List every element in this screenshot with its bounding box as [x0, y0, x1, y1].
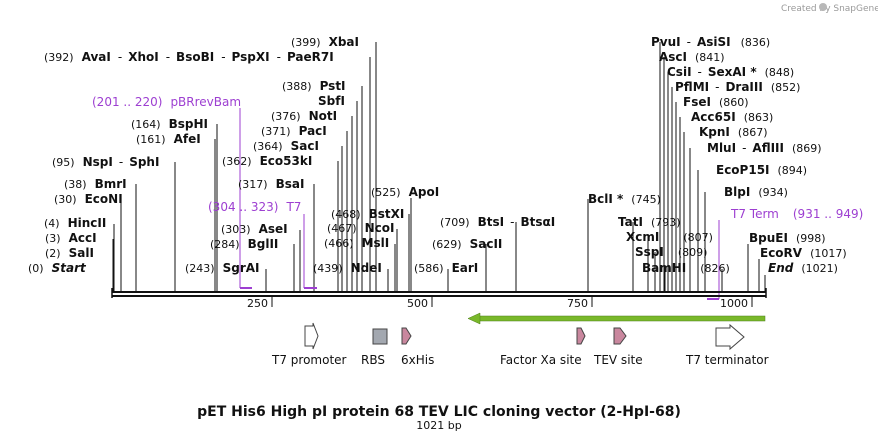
site-label-bpuei: BpuEI(998): [749, 231, 826, 245]
site-label-tati: TatI(793): [618, 215, 681, 229]
site-leader-lines: [112, 42, 766, 293]
site-label-start: (0)Start: [28, 261, 87, 275]
rbs-box-icon: [372, 328, 388, 345]
site-label-msli: (466)MslI: [324, 236, 389, 250]
orf-arrow: [467, 312, 766, 325]
site-label-bglii: (284)BglII: [210, 237, 278, 251]
map-subtitle: 1021 bp: [416, 419, 461, 432]
site-label-mlui-afliii: MluI-AflIII(869): [707, 141, 822, 155]
tick-label: 1000: [720, 297, 748, 310]
feature-rbs: [372, 328, 388, 345]
primer-t7-term: [707, 220, 720, 300]
site-label-eari: (586)EarI: [414, 261, 478, 275]
site-labels-right: BclI *(745) TatI(793) XcmI(807) SspI(809…: [588, 35, 847, 275]
site-label-blpi: BlpI(934): [724, 185, 788, 199]
site-label-apoi: (525)ApoI: [371, 185, 439, 199]
site-label-asei: (303)AseI: [221, 222, 288, 236]
site-label-paci: (371)PacI: [261, 124, 327, 138]
site-labels-middle: (439)NdeI (466)MslI (467)NcoI (468)BstXI…: [313, 185, 555, 275]
primer-t7: [303, 214, 317, 289]
site-label-sacii: (629)SacII: [432, 237, 502, 251]
feature-label: T7 terminator: [685, 353, 769, 367]
site-label-bcli: BclI *(745): [588, 192, 661, 206]
site-label-bsai: (317)BsaI: [238, 177, 304, 191]
feature-factor-xa: [576, 327, 586, 345]
tick-label: 500: [407, 297, 428, 310]
site-label-btsi: (709)BtsI-BtsαI: [440, 215, 555, 229]
primer-label-t7-term: T7 Term(931 .. 949): [730, 207, 863, 221]
site-label-csii-sexai: CsiI-SexAI *(848): [667, 65, 794, 79]
feature-t7-terminator: [715, 323, 745, 351]
sequence-backbone: [111, 288, 767, 298]
primer-label-pbrrevbam: (201 .. 220)pBRrevBam: [92, 95, 241, 109]
terminator-arrow-icon: [715, 323, 745, 351]
site-label-bsphi: (164)BspHI: [131, 117, 208, 131]
tick-label: 750: [567, 297, 588, 310]
site-label-xcmi: XcmI(807): [626, 230, 713, 244]
site-label-avai-group: (392)AvaI-XhoI-BsoBI-PspXI-PaeR7I: [44, 50, 334, 64]
feature-label: RBS: [361, 353, 385, 367]
feature-label: TEV site: [593, 353, 643, 367]
site-label-sali: (2)SalI: [45, 246, 94, 260]
site-label-afei: (161)AfeI: [136, 132, 201, 146]
tag-arrow-icon: [401, 327, 412, 345]
site-label-fsei: FseI(860): [683, 95, 749, 109]
site-labels-left: (0)Start (2)SalI (3)AccI (4)HincII (30)E…: [28, 35, 359, 275]
site-label-hincii: (4)HincII: [44, 216, 106, 230]
site-label-asci: AscI(841): [659, 50, 725, 64]
site-label-xbai: (399)XbaI: [291, 35, 359, 49]
feature-label: 6xHis: [401, 353, 434, 367]
site-label-bamhi: BamHI(826): [642, 261, 730, 275]
site-label-acci: (3)AccI: [45, 231, 97, 245]
site-label-pflmi-draiii: PflMI-DraIII(852): [675, 80, 800, 94]
site-label-econi: (30)EcoNI: [54, 192, 123, 206]
snapgene-logo-icon: [819, 3, 827, 11]
primer-label-t7: (304 .. 323)T7: [208, 200, 301, 214]
site-label-sspi: SspI(809): [635, 245, 707, 259]
site-label-sgrai: (243)SgrAI: [185, 261, 260, 275]
site-label-acc65i: Acc65I(863): [691, 110, 773, 124]
site-label-bmri: (38)BmrI: [64, 177, 127, 191]
site-label-ncoi: (467)NcoI: [327, 221, 394, 235]
site-label-ecop15i: EcoP15I(894): [716, 163, 807, 177]
promoter-arrow-icon: [304, 322, 319, 350]
primer-labels: (201 .. 220)pBRrevBam (304 .. 323)T7 T7 …: [92, 95, 863, 221]
credit-text: Created by SnapGene: [781, 4, 878, 14]
site-arrow-icon: [576, 327, 586, 345]
site-label-bstxi: (468)BstXI: [331, 207, 404, 221]
primer-pbrrevbam: [239, 108, 252, 289]
site-label-ndei: (439)NdeI: [313, 261, 382, 275]
feature-label: T7 promoter: [271, 353, 347, 367]
site-label-ecorv: EcoRV(1017): [760, 246, 847, 260]
site-label-eco53ki: (362)Eco53kI: [222, 154, 312, 168]
site-label-pvui-asisi: PvuI-AsiSI(836): [651, 35, 770, 49]
ruler: 250 500 750 1000: [247, 297, 753, 310]
feature-tev: [613, 327, 627, 345]
snapgene-credit: Created by SnapGene: [781, 3, 878, 14]
site-label-sbfi: SbfI: [318, 94, 345, 108]
site-label-nspi-sphi: (95)NspI-SphI: [52, 155, 159, 169]
feature-t7-promoter: [304, 322, 319, 350]
site-label-kpni: KpnI(867): [699, 125, 768, 139]
feature-label: Factor Xa site: [500, 353, 582, 367]
site-arrow-icon: [613, 327, 627, 345]
site-label-end: End(1021): [768, 261, 838, 275]
feature-6xhis: [401, 327, 412, 345]
tick-label: 250: [247, 297, 268, 310]
site-label-noti: (376)NotI: [271, 109, 337, 123]
site-label-psti: (388)PstI: [282, 79, 346, 93]
map-title: pET His6 High pI protein 68 TEV LIC clon…: [197, 404, 681, 420]
site-label-saci: (364)SacI: [253, 139, 319, 153]
